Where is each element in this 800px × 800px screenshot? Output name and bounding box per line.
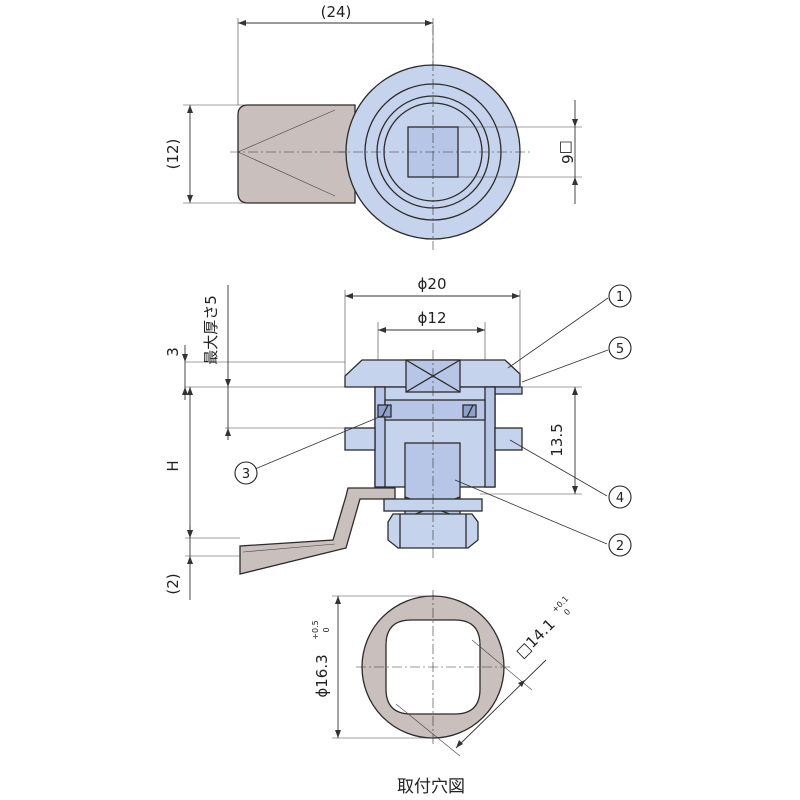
- dim-dia-inner-label: ϕ12: [418, 309, 447, 327]
- mount-hole-caption: 取付穴図: [397, 777, 465, 797]
- dim-hole-dia-tol-lower: 0: [322, 627, 331, 632]
- svg-text:2: 2: [616, 539, 624, 554]
- dim-square-label: □6: [558, 140, 576, 164]
- dim-2-label: (2): [164, 573, 182, 594]
- nut-left: [344, 427, 376, 451]
- callout-2: 2: [608, 533, 632, 557]
- latch-plate-top: [237, 104, 356, 204]
- dim-3-label: 3: [164, 347, 182, 357]
- svg-text:5: 5: [616, 342, 624, 357]
- dim-hole-square-label: □14.1: [512, 615, 558, 661]
- dim-H-label: H: [164, 460, 182, 471]
- callout-5: 3: [234, 461, 258, 485]
- svg-text:4: 4: [616, 491, 624, 506]
- dim-max-thickness-label: 最大厚さ5: [202, 295, 220, 365]
- dim-height-label: (12): [164, 139, 182, 170]
- dim-dia-outer-label: ϕ20: [418, 275, 447, 293]
- side-view: ϕ20 ϕ12 3 最大厚さ5 H (2) 13.5: [164, 275, 632, 600]
- callout-4: 5: [608, 336, 632, 360]
- svg-text:3: 3: [242, 467, 250, 482]
- dim-hole-square-tol-lower: 0: [562, 607, 572, 617]
- svg-text:1: 1: [616, 290, 624, 305]
- nut-right: [494, 427, 523, 451]
- mount-hole-view: ϕ16.3 +0.5 0 □14.1 +0.1 0 取付穴図: [311, 590, 572, 797]
- dim-13-5-label: 13.5: [548, 423, 566, 456]
- callout-3: 4: [608, 485, 632, 509]
- dim-hole-dia-label: ϕ16.3: [313, 654, 331, 697]
- dim-hole-dia-tol-upper: +0.5: [311, 620, 320, 639]
- top-view: (24) (12) □6: [164, 3, 582, 250]
- dim-width-label: (24): [321, 3, 352, 21]
- cam-latch: [239, 487, 396, 575]
- callout-1: 1: [608, 284, 632, 308]
